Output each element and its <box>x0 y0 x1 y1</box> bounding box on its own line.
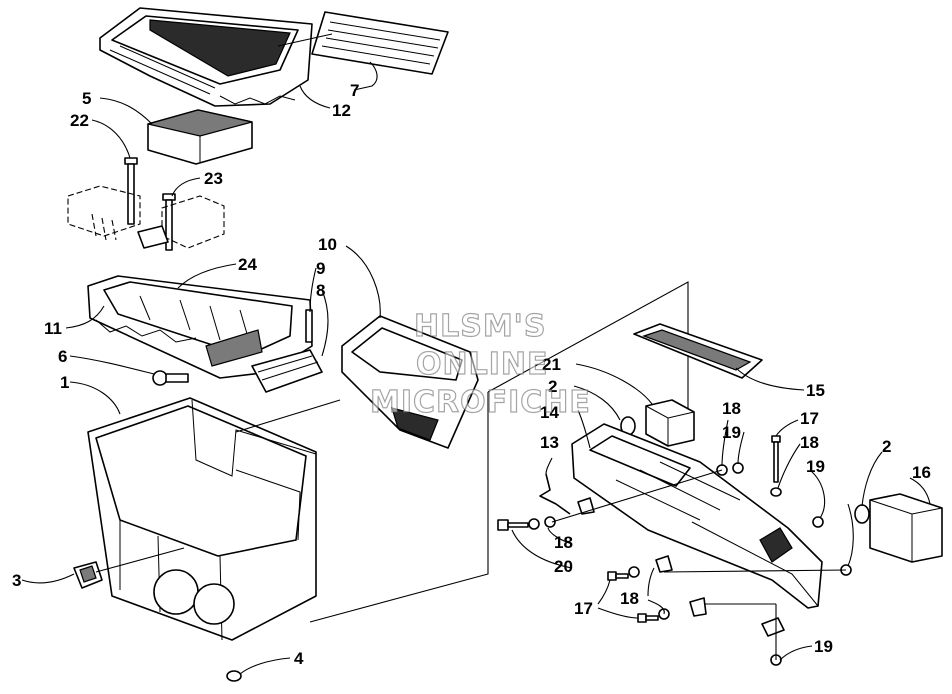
callout-17-a: 17 <box>800 409 819 428</box>
relay-solenoid <box>137 195 225 249</box>
callout-17-b: 17 <box>574 599 593 618</box>
gasket <box>633 323 763 379</box>
intake-duct <box>341 315 479 449</box>
screw-23 <box>162 193 176 251</box>
foam-pad-21 <box>645 399 695 447</box>
watermark-line-3: MICROFICHE <box>370 385 591 420</box>
foam-seal <box>251 349 323 393</box>
callout-23: 23 <box>204 169 223 188</box>
callout-19-a: 19 <box>722 423 741 442</box>
callout-24: 24 <box>238 255 257 274</box>
callout-16: 16 <box>912 463 931 482</box>
callout-18-d: 18 <box>620 589 639 608</box>
decal <box>311 11 449 75</box>
callout-3: 3 <box>12 571 21 590</box>
callout-6: 6 <box>58 347 67 366</box>
callout-8: 8 <box>316 281 325 300</box>
watermark-line-2: ONLINE <box>416 347 549 382</box>
callout-15: 15 <box>806 381 825 400</box>
watermark: HLSM'S ONLINE MICROFICHE <box>369 308 591 420</box>
callout-labels: 7 12 5 22 23 24 10 9 8 11 6 1 3 4 21 2 1… <box>12 81 931 668</box>
callout-1: 1 <box>60 373 69 392</box>
hardware <box>497 435 852 666</box>
clip <box>73 561 103 589</box>
bolt-6 <box>152 370 189 386</box>
air-box <box>87 397 317 641</box>
callout-2-a: 2 <box>548 377 557 396</box>
callout-20: 20 <box>554 557 573 576</box>
intake-silencer <box>571 423 823 609</box>
air-box-lid <box>99 7 313 107</box>
callout-21: 21 <box>542 355 561 374</box>
callout-18-a: 18 <box>722 399 741 418</box>
callout-12: 12 <box>332 101 351 120</box>
callout-10: 10 <box>318 235 337 254</box>
callout-2-b: 2 <box>882 437 891 456</box>
callout-11: 11 <box>44 319 62 338</box>
relay-dashed <box>67 185 141 241</box>
callout-18-b: 18 <box>800 433 819 452</box>
callout-9: 9 <box>316 259 325 278</box>
callout-5: 5 <box>82 89 91 108</box>
air-box-tray <box>87 275 313 379</box>
filter-element <box>147 109 253 165</box>
callout-7: 7 <box>350 81 359 100</box>
callout-19-c: 19 <box>814 637 833 656</box>
callout-4: 4 <box>294 649 304 668</box>
screw-22 <box>124 157 138 225</box>
callout-18-c: 18 <box>554 533 573 552</box>
plug <box>226 670 242 682</box>
callout-19-b: 19 <box>806 457 825 476</box>
screw-9 <box>305 309 313 343</box>
cap-2-right <box>854 504 870 524</box>
clamp-spring <box>539 473 571 515</box>
callout-13: 13 <box>540 433 559 452</box>
leader-lines <box>21 61 931 675</box>
callout-14: 14 <box>540 403 559 422</box>
watermark-line-1: HLSM'S <box>414 309 546 344</box>
callout-22: 22 <box>70 111 89 130</box>
foam-pad-16 <box>869 493 943 563</box>
